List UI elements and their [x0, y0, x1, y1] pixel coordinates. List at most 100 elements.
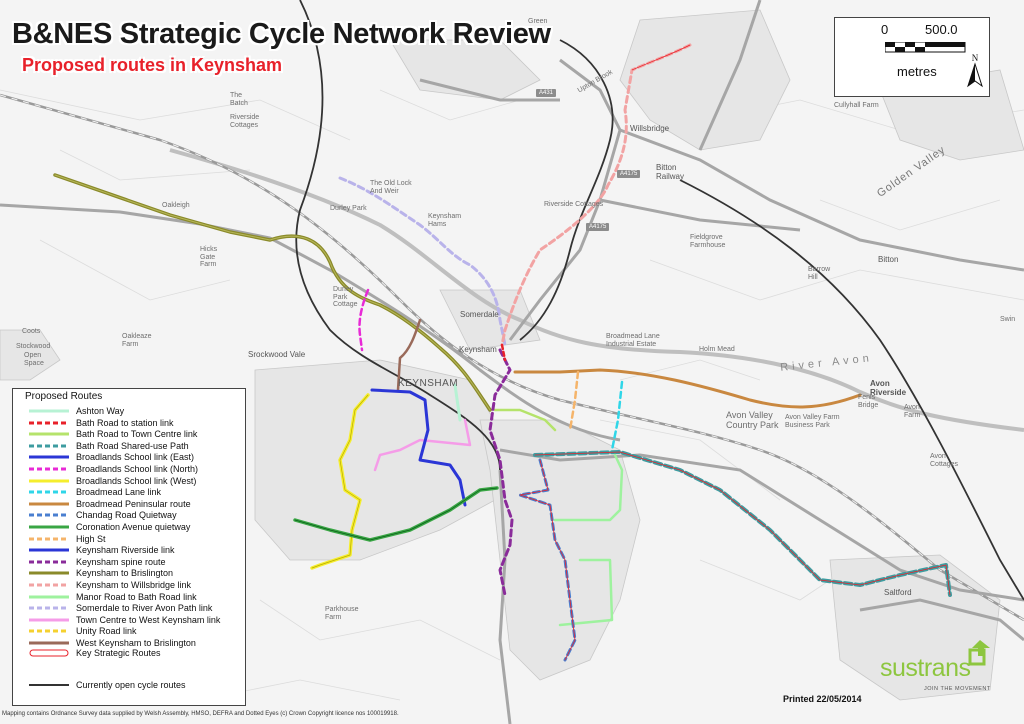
route-manor-road-to-bath-road [553, 453, 624, 627]
logo-arrow-icon [968, 640, 990, 666]
map-label-willsbridge: Willsbridge [630, 124, 670, 133]
map-label-somerdale: Somerdale [460, 310, 499, 319]
north-letter: N [972, 53, 979, 63]
scale-unit-label: metres [897, 64, 937, 79]
legend-label: Broadlands School link (North) [76, 464, 199, 474]
map-label-keynsham-hams: Keynsham Hams [428, 213, 462, 228]
road-shield-a4175-a: A4175 [617, 170, 641, 178]
map-label-swin: Swin [1000, 316, 1016, 323]
title-block: B&NES Strategic Cycle Network Review Pro… [12, 18, 551, 76]
legend-swatch [29, 641, 69, 645]
legend-item: Ashton Way [13, 405, 245, 417]
legend-item: West Keynsham to Brislington [13, 637, 245, 649]
map-label-bitton-railway: Bitton Railway [656, 163, 685, 181]
river-avon [169, 148, 1024, 432]
logo-wordmark: sustrans [880, 654, 971, 682]
legend-swatch-open-routes [29, 684, 69, 686]
legend-swatch [29, 560, 69, 564]
legend-swatch [29, 409, 69, 413]
legend-item: Unity Road link [13, 625, 245, 637]
map-label-hicks-gate-farm: Hicks Gate Farm [200, 246, 218, 269]
scale-zero-label: 0 [881, 22, 889, 37]
copyright-footer: Mapping contains Ordnance Survey data su… [2, 711, 399, 717]
map-label-avon-riverside: Avon Riverside [870, 379, 907, 397]
map-label-stockwood: Stockwood [16, 343, 51, 350]
legend-item: Somerdale to River Avon Path link [13, 602, 245, 614]
map-label-coots: Coots [22, 328, 41, 335]
north-arrow: N [962, 50, 988, 95]
map-label-durley-park-cottage: Durley Park Cottage [333, 286, 358, 309]
route-west-keynsham-to-brislington [396, 318, 422, 392]
legend-label: Town Centre to West Keynsham link [76, 614, 221, 625]
legend-label: Somerdale to River Avon Path link [76, 603, 213, 614]
route-keynsham-spine [488, 348, 514, 597]
legend-item: Broadmead Peninsular route [13, 498, 245, 510]
legend-item: Keynsham to Brislington [13, 567, 245, 579]
map-label-keynsham-town: KEYNSHAM [398, 378, 459, 389]
legend-label: Ashton Way [76, 406, 125, 416]
map-label-bitton: Bitton [878, 255, 899, 264]
legend-label: Keynsham Riverside link [76, 545, 175, 556]
legend-item-key-strategic: Key Strategic Routes [13, 647, 245, 659]
legend-label: Broadlands School link (East) [76, 452, 195, 463]
legend-label: Broadmead Lane link [76, 487, 162, 498]
map-label-avon-valley-farm: Avon Valley Farm Business Park [785, 414, 840, 429]
field-boundaries [0, 89, 1024, 701]
route-broadlands-east [370, 388, 467, 507]
legend-title: Proposed Routes [25, 391, 103, 402]
scale-bar-box: 0 500.0 metres [834, 17, 990, 97]
route-bath-road-to-town-centre [493, 408, 557, 432]
legend-label-key-strategic: Key Strategic Routes [76, 648, 161, 658]
legend-label: Unity Road link [76, 626, 137, 637]
map-label-durley-park: Durley Park [330, 205, 367, 212]
map-label-green: Green [528, 18, 548, 25]
road-shield-a431: A431 [536, 89, 557, 97]
legend-item: Keynsham Riverside link [13, 544, 245, 556]
legend-item: Broadlands School link (North) [13, 463, 245, 475]
legend-label: High St [76, 533, 106, 544]
map-label-avon-valley-country-park: Avon Valley Country Park [726, 410, 779, 430]
legend-swatch [29, 479, 69, 483]
map-label-srockwood-vale: Srockwood Vale [248, 350, 306, 359]
map-label-fenis-bridge: Fenis Bridge [858, 394, 879, 409]
legend-swatch [29, 629, 69, 633]
legend-swatch [29, 502, 69, 506]
legend-item: Broadlands School link (East) [13, 451, 245, 463]
legend-swatch [29, 548, 69, 552]
legend-swatch [29, 513, 69, 517]
legend-label: Bath Road to Town Centre link [76, 429, 198, 440]
route-high-st [568, 370, 580, 432]
map-subtitle: Proposed routes in Keynsham [22, 55, 283, 75]
legend-label: Keynsham to Brislington [76, 568, 174, 579]
legend-item: Chandag Road Quietway [13, 509, 245, 521]
legend-label: Manor Road to Bath Road link [76, 591, 197, 602]
map-label-old-lock: The Old Lock And Weir [370, 180, 412, 195]
legend-item-open-routes: Currently open cycle routes [13, 679, 245, 691]
legend-item: Bath Road to station link [13, 417, 245, 429]
legend-label: Broadlands School link (West) [76, 475, 197, 486]
map-label-oakleaze-farm: Oakleaze Farm [122, 333, 152, 348]
map-label-open-space: Open Space [24, 352, 44, 367]
legend-swatch [29, 455, 69, 459]
legend-item: Manor Road to Bath Road link [13, 591, 245, 603]
legend-item: Keynsham to Willsbridge link [13, 579, 245, 591]
legend-swatch [29, 467, 69, 471]
sustrans-logo: sustrans JOIN THE MOVEMENT [880, 640, 992, 698]
legend-label: Coronation Avenue quietway [76, 522, 191, 532]
legend-label-open-routes: Currently open cycle routes [76, 680, 186, 690]
map-label-saltford: Saltford [884, 588, 912, 597]
map-label-the-batch: The Batch [230, 92, 248, 107]
map-label-oakleigh: Oakleigh [162, 202, 190, 209]
legend-item: Town Centre to West Keynsham link [13, 614, 245, 626]
map-label-holm-mead: Holm Mead [699, 346, 735, 353]
map-title: B&NES Strategic Cycle Network Review [12, 18, 551, 50]
legend-label: Broadmead Peninsular route [76, 498, 191, 509]
legend-swatch [29, 583, 69, 587]
legend-swatch [29, 606, 69, 610]
map-label-riverside-cottages: Riverside Cottages [230, 114, 260, 129]
route-broadlands-north [358, 288, 370, 352]
route-bath-road-to-station [500, 343, 507, 362]
legend-label: Bath Road to station link [76, 417, 174, 428]
